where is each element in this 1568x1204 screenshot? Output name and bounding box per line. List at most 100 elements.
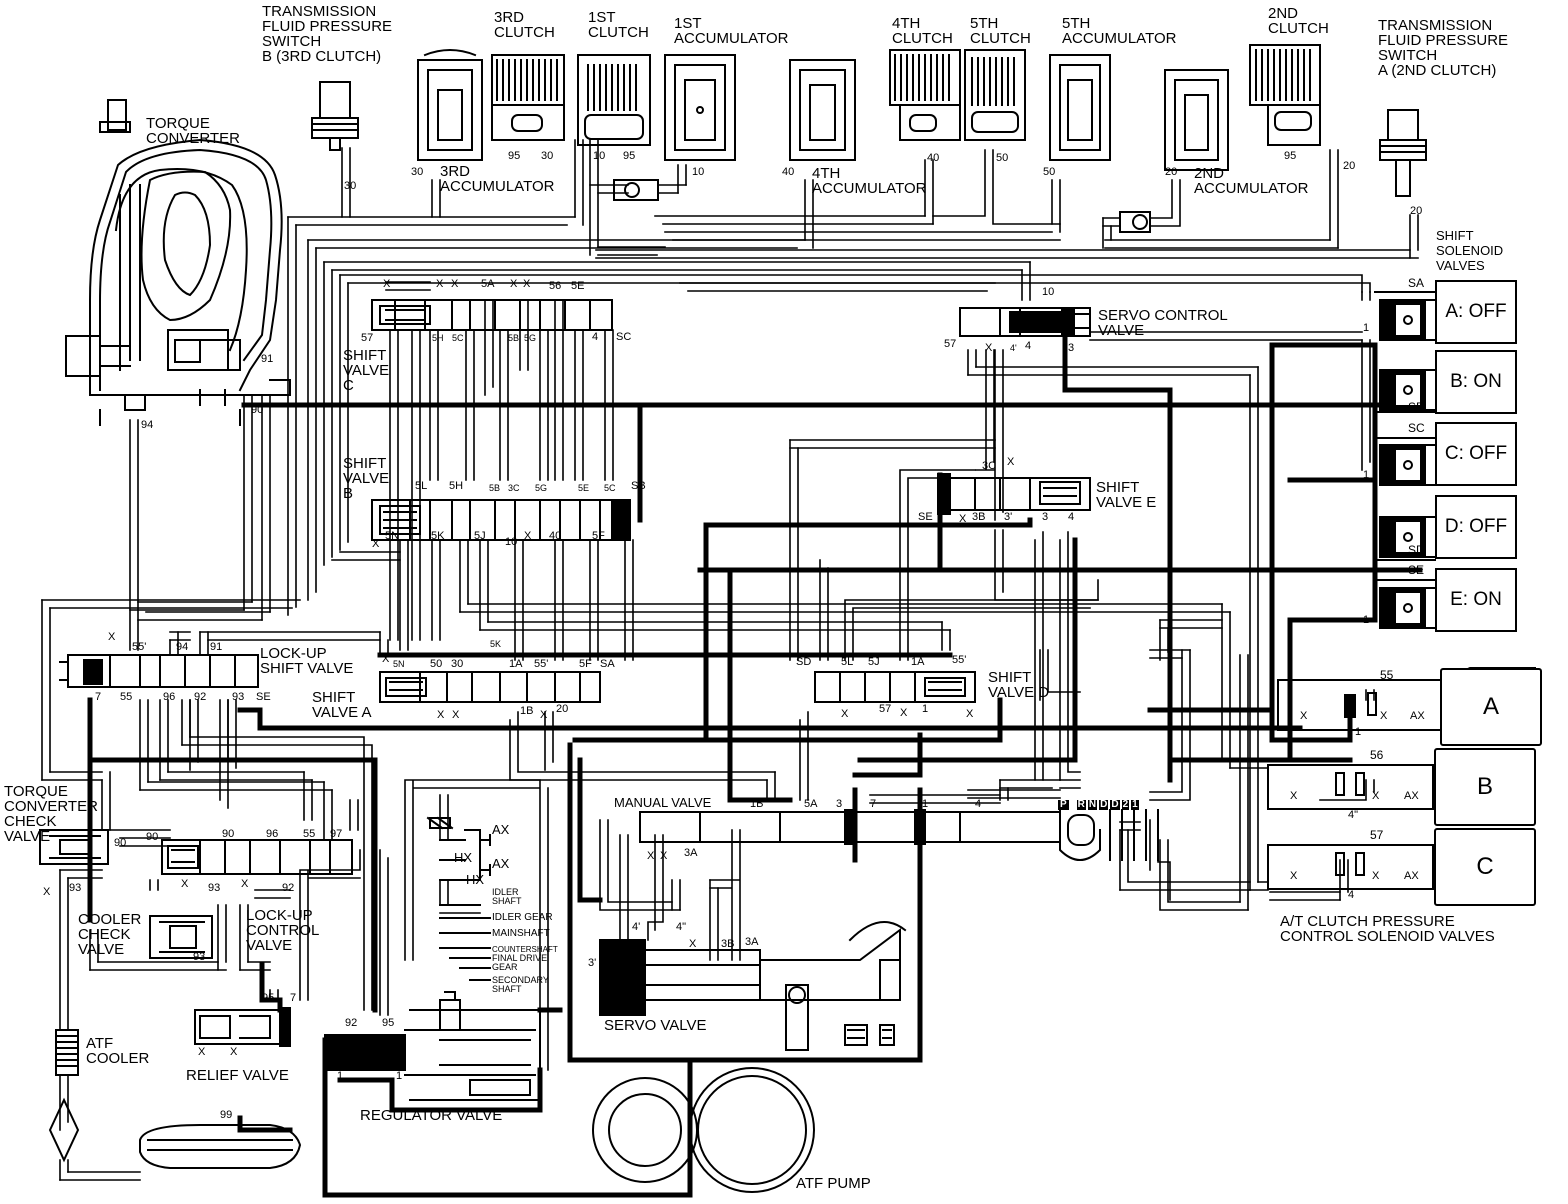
lockup-shift-valve-label: LOCK-UP SHIFT VALVE [260, 645, 354, 677]
port-label: X [1300, 710, 1308, 722]
port-label: 92 [282, 882, 295, 894]
port-label: SA [600, 658, 615, 670]
port-label: 1A [509, 658, 523, 670]
port-label: 40 [782, 166, 795, 178]
shift-valve-b-shape [371, 499, 631, 541]
gear-n: N [1087, 799, 1098, 810]
accumulator-2nd-label: 2ND ACCUMULATOR [1194, 165, 1309, 197]
port-label: X [43, 886, 51, 898]
port-label: 5C [452, 333, 464, 343]
tc-check-valve-label: TORQUE CONVERTER CHECK VALVE [4, 783, 98, 845]
lockup-shift-valve-shape [59, 654, 259, 688]
port-label: 1 [1363, 322, 1370, 334]
port-label: SE [918, 511, 933, 523]
port-label: 5K [490, 639, 502, 649]
port-label: X [230, 1046, 238, 1058]
port-label: 20 [1410, 205, 1423, 217]
port-label: 1A [911, 656, 925, 668]
pcs-b: B [1434, 748, 1536, 826]
port-label: X [1372, 870, 1380, 882]
port-label: 96 [266, 828, 279, 840]
port-label: 5E [578, 483, 590, 493]
pcs-port: 56 [1370, 748, 1384, 762]
port-label: 30 [541, 150, 554, 162]
port-label: X [108, 631, 116, 643]
gear-d5: D [1099, 799, 1109, 810]
port-label: 3C [982, 460, 997, 472]
port-label: 7 [290, 992, 297, 1004]
servo-control-valve-label: SERVO CONTROL VALVE [1098, 307, 1228, 339]
port-label: 3 [1042, 511, 1049, 523]
port-label: 4' [632, 921, 641, 933]
port-label: 3A [745, 936, 759, 948]
accumulator-2nd-shape [1164, 69, 1229, 171]
shaft-label: COUNTERSHAFT [492, 945, 558, 954]
port-label: 95 [262, 992, 275, 1004]
port-label: X [523, 278, 531, 290]
port-label: 40 [549, 530, 562, 542]
shaft-label: MAINSHAFT [492, 928, 550, 939]
servo-valve-label: SERVO VALVE [604, 1017, 707, 1034]
shaft-symbols [426, 816, 491, 981]
port-label: 55 [303, 828, 316, 840]
shift-valve-c-label: SHIFT VALVE C [343, 347, 390, 394]
shift-valve-e-label: SHIFT VALVE E [1096, 479, 1157, 511]
port-label: 20 [1165, 166, 1178, 178]
port-label: 55' [132, 641, 147, 653]
accumulator-3rd-label: 3RD ACCUMULATOR [440, 163, 555, 195]
port-label: 90 [114, 837, 127, 849]
port-label: X [985, 342, 993, 354]
port-label: 1 [1355, 726, 1362, 738]
port-label: 3B [972, 511, 986, 523]
shaft-label: AX [492, 822, 510, 837]
port-label: X [841, 708, 849, 720]
port-label: 3B [721, 938, 735, 950]
port-label: X [181, 878, 189, 890]
pressure-switch-a-label: TRANSMISSION FLUID PRESSURE SWITCH A (2N… [1378, 17, 1509, 79]
port-label: 5F [592, 530, 605, 542]
port-label: 90 [222, 828, 235, 840]
port-label: 93 [208, 882, 221, 894]
port-label: 56 [549, 280, 562, 292]
port-label: 92 [194, 691, 207, 703]
port-label: X [966, 708, 974, 720]
port-label: X [524, 530, 532, 542]
port-label: 50 [996, 152, 1009, 164]
port-label: 1B [520, 705, 534, 717]
solenoid-port: SD [1408, 543, 1425, 557]
port-label: 90 [146, 831, 159, 843]
shift-valve-a-shape [379, 671, 601, 703]
port-label: 4 [1068, 511, 1075, 523]
port-label: X [452, 709, 460, 721]
gear-2: 2 [1121, 799, 1130, 810]
port-label: 5B [489, 483, 501, 493]
port-label: 5F [579, 658, 592, 670]
clutch-2nd-shape [1249, 44, 1321, 146]
port-label: 5L [841, 656, 854, 668]
port-label: 5B [508, 333, 520, 343]
accumulator-5th-label: 5TH ACCUMULATOR [1062, 15, 1177, 47]
pressure-switch-b-label: TRANSMISSION FLUID PRESSURE SWITCH B (3R… [262, 3, 393, 65]
port-label: 30 [411, 166, 424, 178]
port-label: X [1372, 790, 1380, 802]
port-label: X [372, 538, 380, 550]
port-label: X [540, 709, 548, 721]
port-label: 50 [430, 658, 443, 670]
shaft-label: IDLER GEAR [492, 912, 553, 923]
port-label: 93 [193, 951, 206, 963]
port-label: X [647, 850, 655, 862]
port-label: 40 [927, 152, 940, 164]
port-label: 30 [344, 180, 357, 192]
port-label: 3' [588, 957, 597, 969]
relief-valve-label: RELIEF VALVE [186, 1067, 289, 1084]
port-label: 94 [176, 641, 189, 653]
port-label: 94 [141, 419, 154, 431]
torque-converter-label: TORQUE CONVERTER [146, 115, 240, 147]
port-label: 1 [922, 703, 929, 715]
cooler-check-valve-label: COOLER CHECK VALVE [78, 911, 142, 958]
port-label: X [1007, 456, 1015, 468]
port-label: X [1290, 790, 1298, 802]
port-label: 4 [592, 331, 599, 343]
clutch-2nd-label: 2ND CLUTCH [1268, 5, 1329, 37]
